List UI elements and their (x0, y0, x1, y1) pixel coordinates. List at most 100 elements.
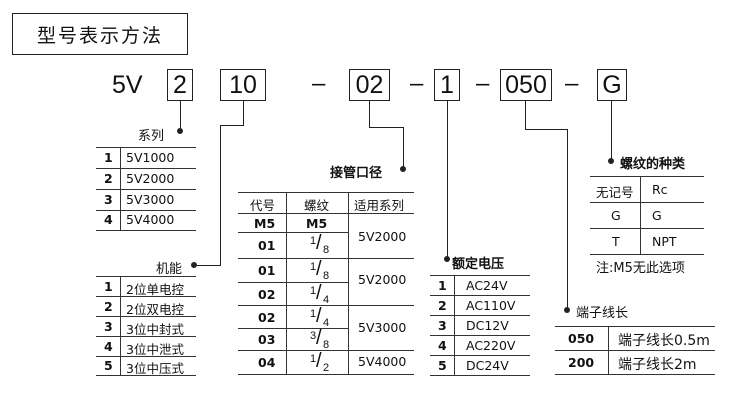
thread-code: 无记号 (596, 185, 634, 200)
port-series: 5V3000 (358, 320, 407, 335)
connector-dot (564, 307, 570, 313)
divider (96, 356, 196, 357)
series-value: 5V3000 (126, 192, 175, 207)
fraction-slash: / (316, 282, 322, 304)
divider (430, 375, 530, 376)
port-label: 接管口径 (330, 166, 383, 181)
voltage-no: 1 (438, 278, 447, 293)
thread-value: Rc (652, 182, 668, 197)
divider (120, 276, 121, 375)
divider (238, 374, 414, 375)
connector-line (611, 101, 612, 161)
function-no: 2 (104, 299, 113, 314)
separator: – (565, 70, 579, 97)
port-series: 5V2000 (358, 229, 407, 244)
divider (96, 230, 196, 231)
divider (96, 189, 196, 190)
separator: – (312, 70, 326, 97)
divider (555, 374, 715, 375)
connector-line (196, 265, 221, 266)
divider (430, 275, 530, 276)
port-code: 03 (258, 332, 276, 347)
function-value: 3位中封式 (126, 322, 184, 337)
connector-line (525, 129, 567, 130)
divider (96, 210, 196, 211)
code-port-box: 02 (349, 69, 390, 101)
port-code: M5 (254, 216, 276, 231)
divider (555, 326, 715, 327)
port-code: 04 (258, 355, 276, 370)
divider (286, 192, 287, 374)
separator: – (410, 70, 424, 97)
divider (238, 328, 348, 329)
function-label: 机能 (156, 262, 183, 277)
function-no: 3 (104, 319, 113, 334)
connector-line (369, 127, 403, 128)
thread-value: NPT (652, 234, 677, 249)
port-code: 01 (258, 263, 276, 278)
thread-value: G (652, 208, 662, 223)
thread-denominator: 4 (323, 294, 330, 306)
fraction-slash: / (316, 305, 322, 327)
voltage-no: 3 (438, 318, 447, 333)
voltage-value: DC24V (466, 358, 509, 373)
divider (120, 147, 121, 230)
connector-line (403, 127, 404, 167)
voltage-value: AC220V (466, 338, 516, 353)
port-series: 5V2000 (358, 272, 407, 287)
connector-line (567, 129, 568, 309)
port-header: 代号 (250, 198, 276, 213)
port-code: 01 (258, 238, 276, 253)
function-value: 3位中泄式 (126, 342, 184, 357)
series-value: 5V2000 (126, 171, 175, 186)
connector-line (220, 125, 244, 126)
function-no: 4 (104, 339, 113, 354)
fraction-slash: / (316, 350, 322, 372)
fraction-slash: / (316, 258, 322, 280)
voltage-value: AC24V (466, 278, 508, 293)
thread-denominator: 4 (323, 317, 330, 329)
voltage-no: 2 (438, 298, 447, 313)
port-header: 螺纹 (304, 198, 330, 213)
code-thread-box: G (597, 69, 627, 101)
thread-numerator: 1 (310, 353, 317, 365)
function-value: 2位单电控 (126, 282, 184, 297)
series-value: 5V4000 (126, 212, 175, 227)
wire-code: 200 (568, 355, 595, 370)
code-function-box: 10 (220, 69, 266, 101)
divider (590, 202, 704, 203)
port-series: 5V4000 (358, 354, 407, 369)
fraction-slash: / (316, 327, 322, 349)
thread-numerator: 1 (310, 235, 317, 247)
thread-code: G (611, 208, 621, 223)
thread-type-label: 螺纹的种类 (620, 157, 686, 172)
connector-line (525, 101, 526, 129)
port-code: 02 (258, 310, 276, 325)
thread-numerator: 1 (310, 285, 317, 297)
separator: – (476, 70, 490, 97)
connector-line (369, 101, 370, 127)
connector-dot (400, 166, 406, 172)
divider (454, 275, 455, 375)
voltage-no: 5 (438, 358, 447, 373)
port-thread: M5 (306, 216, 328, 231)
divider (608, 326, 609, 374)
series-no: 1 (104, 150, 113, 165)
thread-note: 注:M5无此选项 (596, 261, 685, 276)
thread-denominator: 2 (323, 362, 330, 374)
wire-label: 端子线长 (576, 306, 629, 321)
model-prefix: 5V (112, 71, 143, 99)
thread-code: T (612, 234, 620, 249)
function-value: 3位中压式 (126, 361, 184, 376)
series-no: 2 (104, 171, 113, 186)
divider (96, 296, 196, 297)
divider (238, 232, 348, 233)
code-series-box: 2 (167, 69, 193, 101)
thread-denominator: 8 (323, 339, 330, 351)
divider (430, 335, 530, 336)
thread-numerator: 3 (310, 330, 317, 342)
voltage-label: 额定电压 (452, 257, 505, 272)
connector-dot (444, 256, 450, 262)
divider (555, 350, 715, 351)
function-value: 2位双电控 (126, 302, 184, 317)
